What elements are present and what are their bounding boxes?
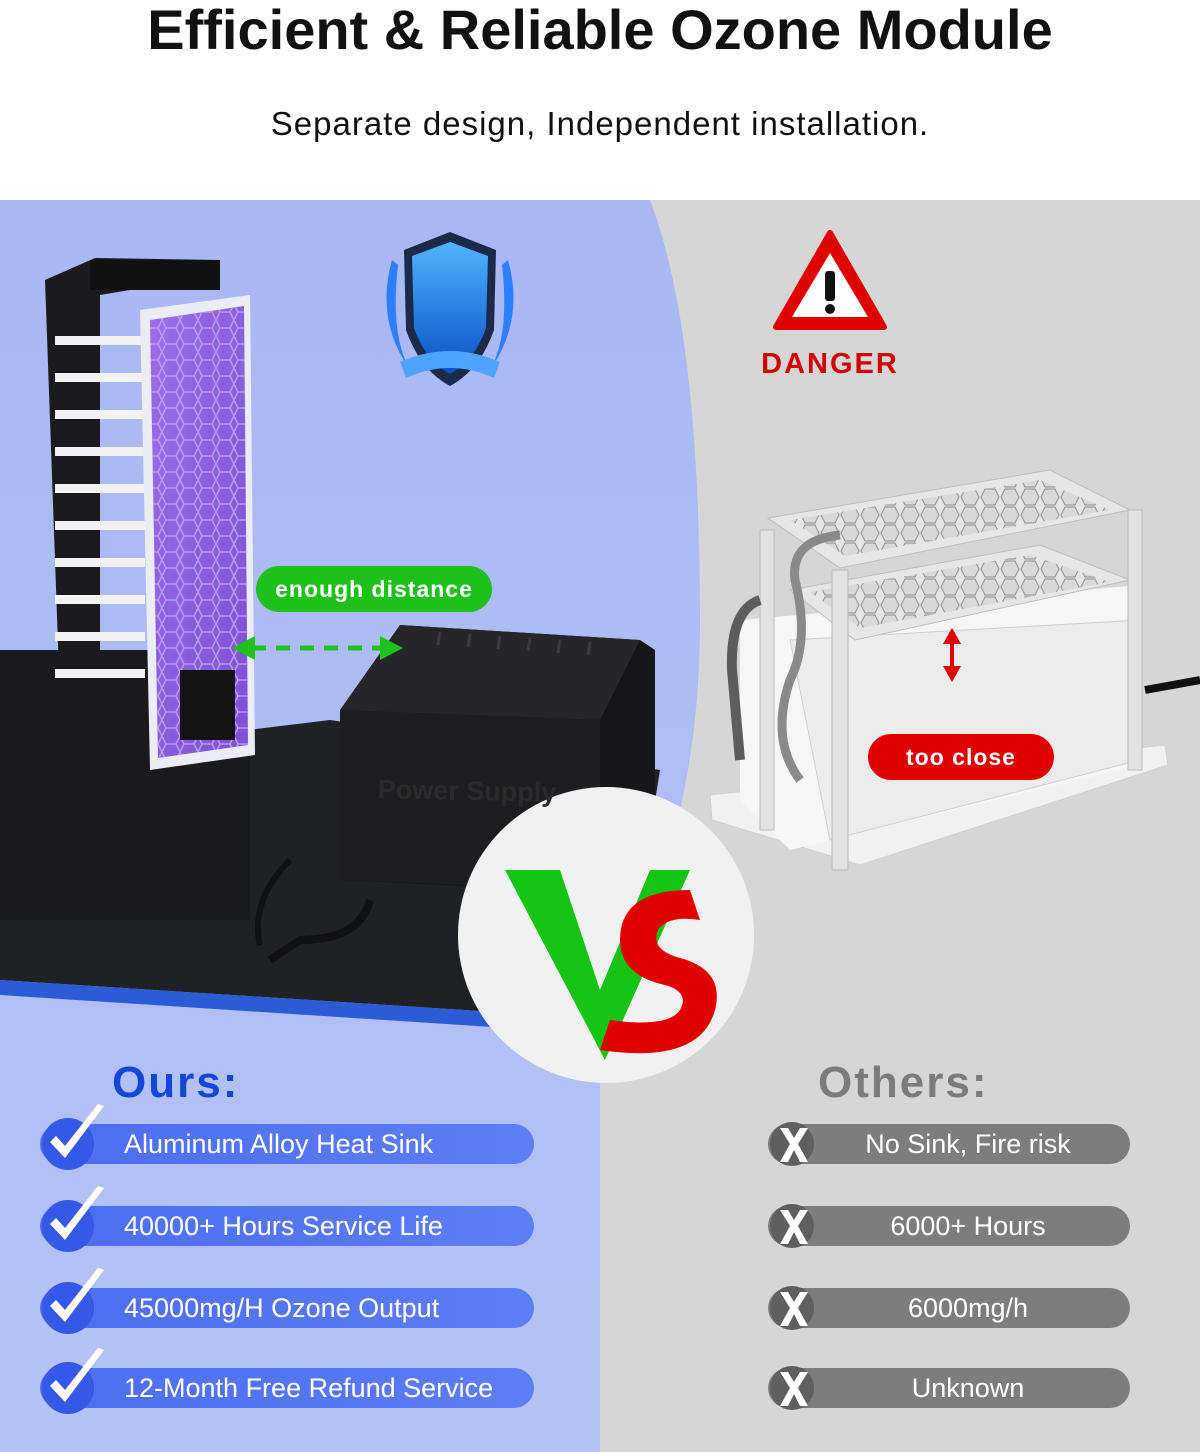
others-feature-text: Unknown: [911, 1373, 1025, 1403]
warning-triangle-icon: [773, 230, 887, 330]
others-feature-pill: [768, 1124, 1130, 1164]
check-icon: [42, 1348, 104, 1414]
ours-feature-text: Aluminum Alloy Heat Sink: [124, 1129, 434, 1159]
ours-feature-row: Aluminum Alloy Heat Sink: [0, 1104, 560, 1170]
heat-sink-fins: [55, 336, 145, 678]
others-feature-text: 6000+ Hours: [890, 1211, 1046, 1241]
others-feature-row: 6000+ Hours: [0, 1204, 1200, 1248]
others-feature-pill: [768, 1206, 1130, 1246]
cross-icon: [770, 1366, 814, 1410]
cross-icon: [770, 1204, 814, 1248]
danger-label: DANGER: [761, 348, 899, 380]
ours-feature-text: 40000+ Hours Service Life: [124, 1211, 443, 1241]
check-icon: [42, 1268, 104, 1334]
enough-distance-badge: enough distance: [256, 566, 492, 612]
ours-feature-pill: [40, 1124, 534, 1164]
cross-icon: [770, 1122, 814, 1166]
too-close-badge: too close: [868, 734, 1054, 780]
others-feature-row: 6000mg/h: [0, 1286, 1200, 1330]
ours-heading: Ours:: [112, 1058, 240, 1107]
ours-feature-row: 12-Month Free Refund Service: [0, 1348, 560, 1414]
ours-feature-text: 45000mg/H Ozone Output: [124, 1293, 440, 1323]
vs-logo-icon: [458, 787, 754, 1083]
ozone-plate: [140, 295, 255, 770]
others-feature-pill: [768, 1288, 1130, 1328]
heat-sink-tower: [45, 258, 220, 700]
comparison-illustration: [0, 200, 1200, 1452]
ours-feature-row: 45000mg/H Ozone Output: [0, 1268, 560, 1334]
cross-icon: [770, 1286, 814, 1330]
ours-feature-pill: [40, 1288, 534, 1328]
shield-laurel-icon: [386, 232, 514, 386]
others-feature-row: No Sink, Fire risk: [0, 1122, 1200, 1166]
check-icon: [42, 1186, 104, 1252]
page-subtitle: Separate design, Independent installatio…: [270, 105, 930, 142]
others-heading: Others:: [818, 1058, 989, 1107]
others-feature-text: No Sink, Fire risk: [865, 1129, 1071, 1159]
check-icon: [42, 1104, 104, 1170]
page-title: Efficient & Reliable Ozone Module: [147, 0, 1053, 61]
comparison-stage: enough distance too close DANGER Power S…: [0, 200, 1200, 1452]
others-feature-pill: [768, 1368, 1130, 1408]
distance-arrow: [232, 636, 403, 660]
ours-feature-text: 12-Month Free Refund Service: [124, 1373, 494, 1403]
power-supply-label: Power Supply: [377, 774, 557, 808]
other-ozone-device: [709, 469, 1200, 871]
ours-feature-pill: [40, 1206, 534, 1246]
others-feature-text: 6000mg/h: [907, 1293, 1029, 1323]
ours-feature-pill: [40, 1368, 534, 1408]
others-feature-row: Unknown: [0, 1366, 1200, 1410]
ours-feature-row: 40000+ Hours Service Life: [0, 1186, 560, 1252]
